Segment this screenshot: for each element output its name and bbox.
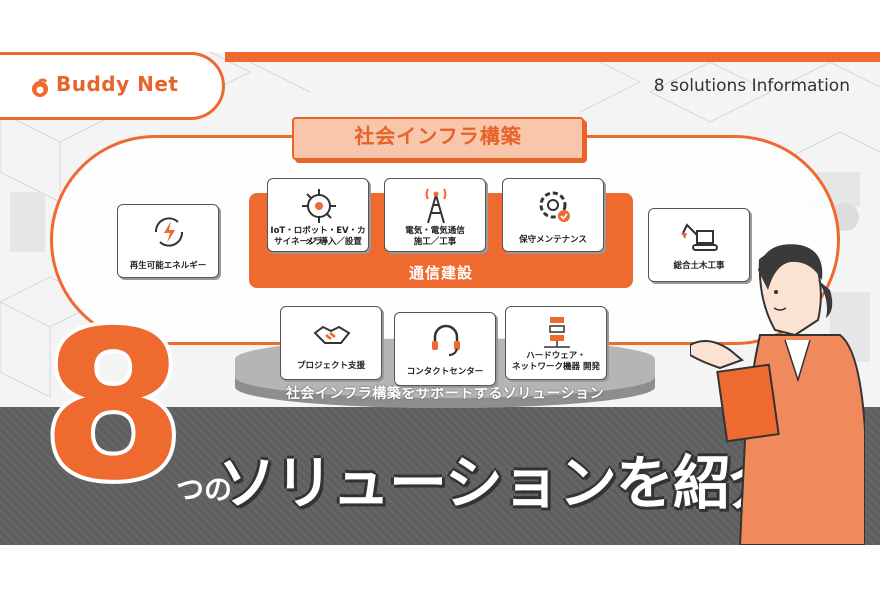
header-info: 8 solutions Information (653, 76, 850, 96)
chip-icon (302, 189, 336, 223)
headline-particle: つの (176, 473, 233, 506)
card-renewable-energy: 再生可能エネルギー (117, 204, 219, 278)
headline-number: 8 (38, 288, 189, 526)
antenna-tower-icon (425, 188, 447, 224)
excavator-icon (681, 223, 718, 251)
buddy-net-logo-icon (32, 78, 48, 97)
telecom-construction-label: 通信建設 (408, 264, 473, 282)
handshake-icon (313, 325, 351, 344)
card-telecom-works: 電気・電気通信 施工／工事 (384, 178, 486, 252)
headset-icon (432, 324, 460, 356)
card-contact-center: コンタクトセンター (394, 312, 496, 386)
support-label: 社会インフラ構築をサポートするソリューション (285, 386, 605, 402)
infra-title-box (292, 117, 584, 160)
card-iot-robot: IoT・ロボット・EV・カメラ・ サイネージ 導入／設置 (267, 178, 369, 252)
gear-check-icon (539, 191, 570, 222)
presenter-illustration (690, 244, 865, 545)
card-project-support: プロジェクト支援 (280, 306, 382, 380)
card-maintenance: 保守メンテナンス (502, 178, 604, 252)
headline-text: ソリューションを紹介 (218, 449, 788, 517)
header-strip (225, 52, 880, 62)
card-civil-engineering: 総合土木工事 (648, 208, 750, 282)
infra-title: 社会インフラ構築 (354, 124, 522, 148)
server-network-icon (544, 317, 570, 348)
card-hardware-network: ハードウェア・ ネットワーク機器 開発 (505, 306, 607, 380)
brand-name: Buddy Net (56, 72, 179, 96)
lightning-cycle-icon (154, 217, 184, 247)
